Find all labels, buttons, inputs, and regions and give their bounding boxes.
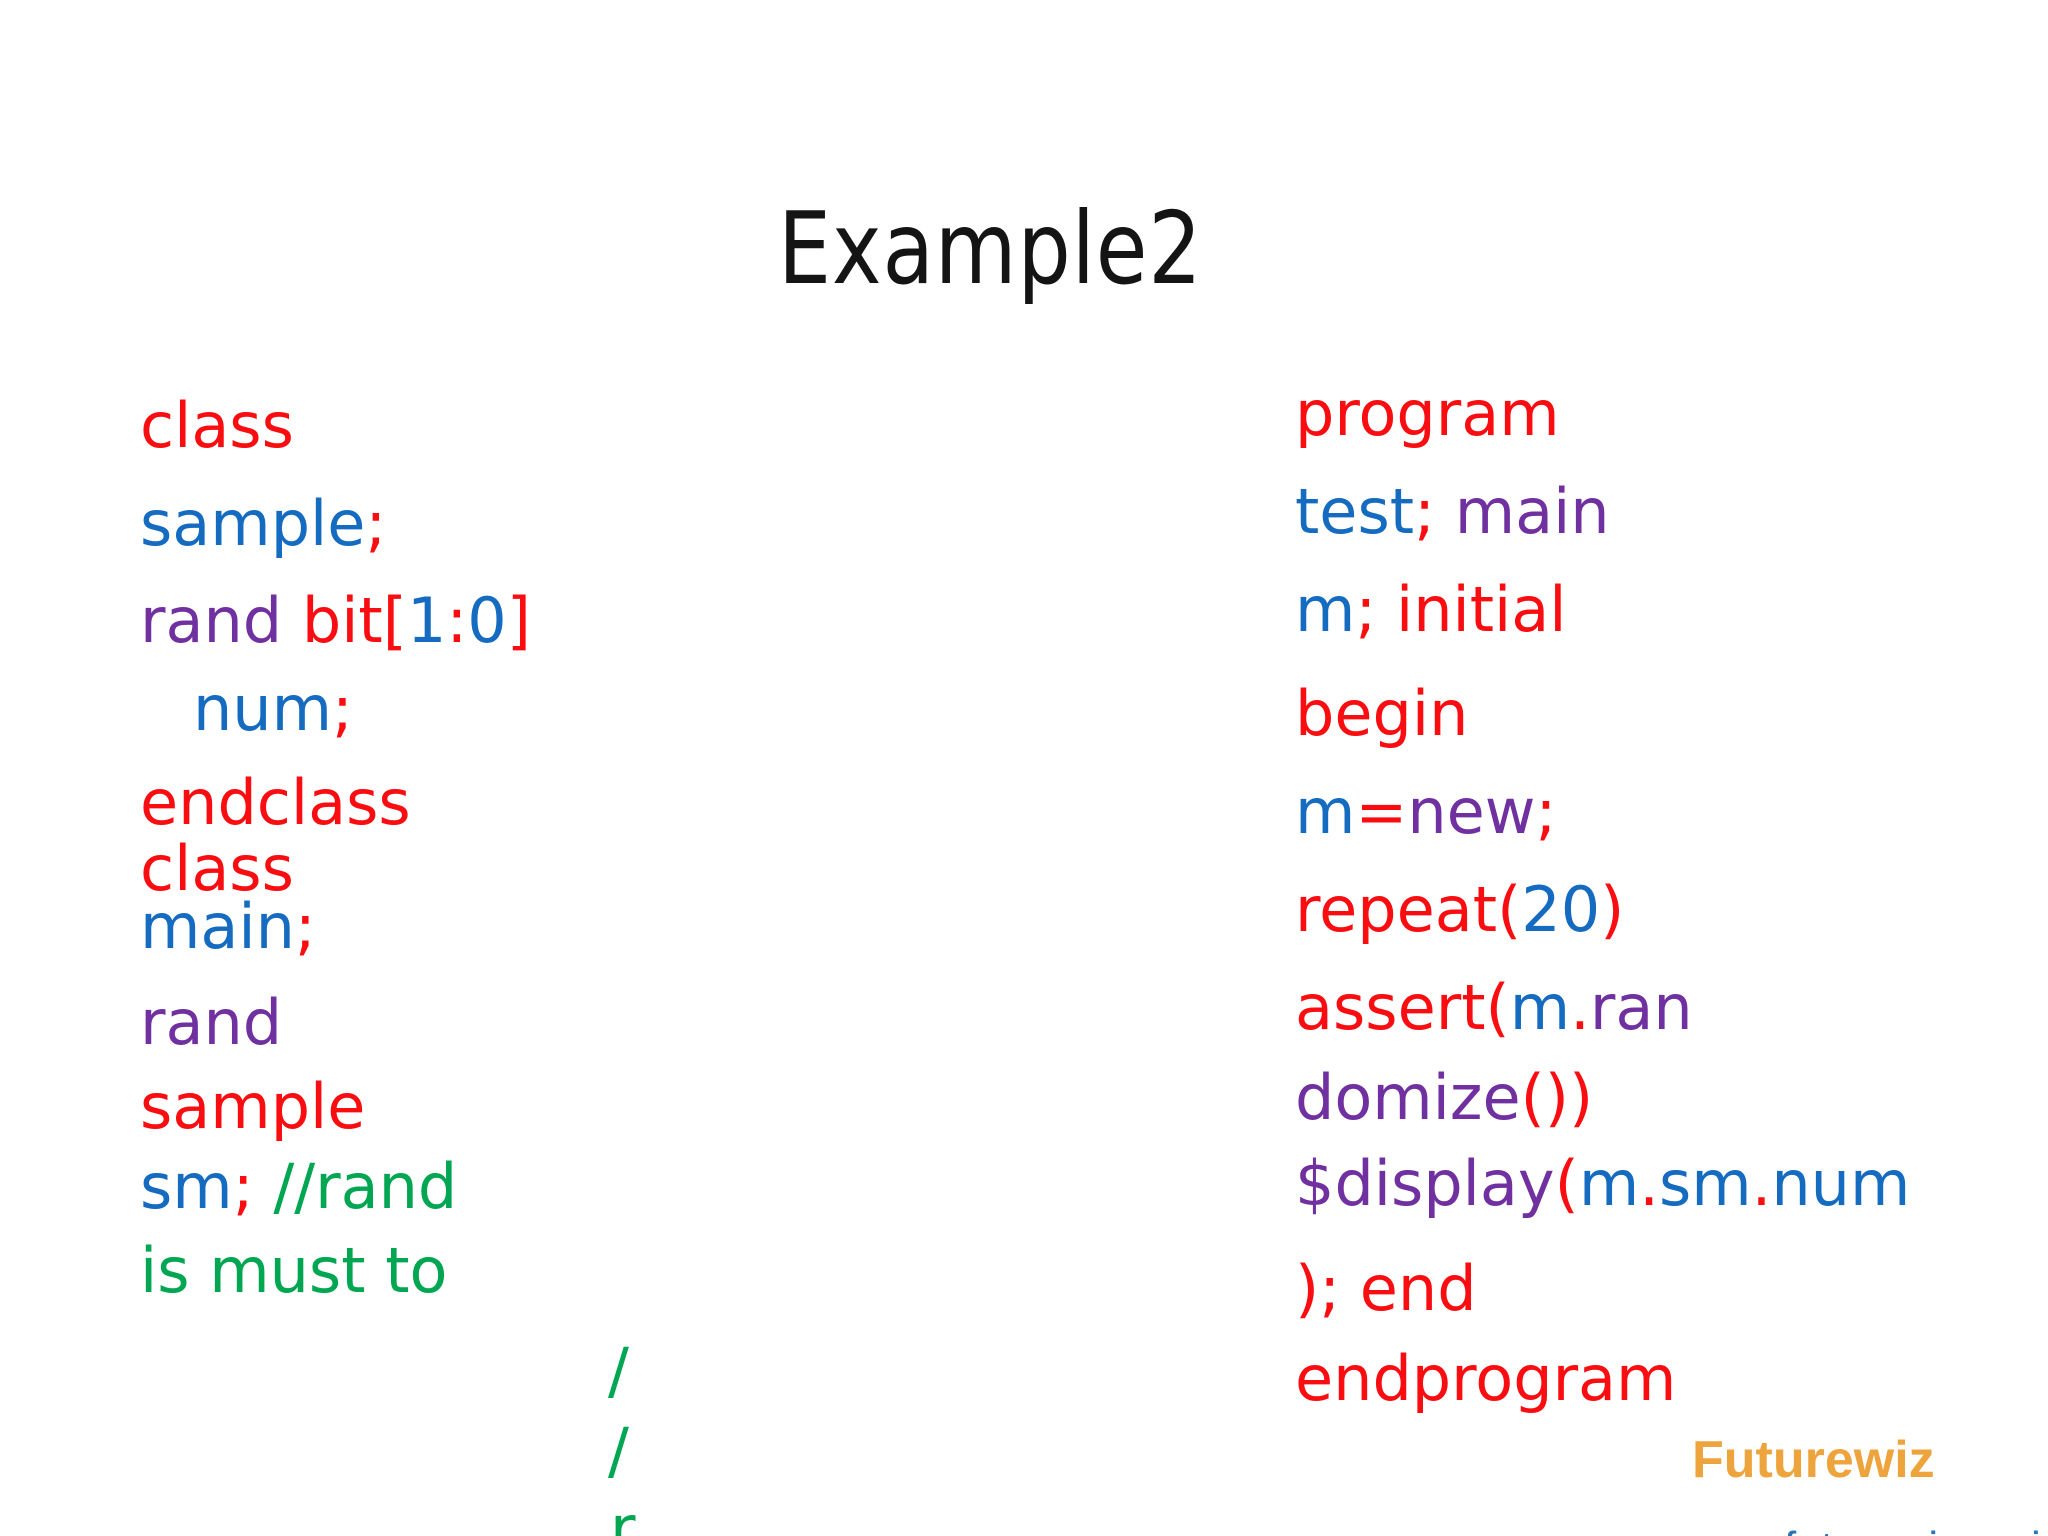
mid-line-r: r [610, 1496, 636, 1536]
code-segment: bit[ [282, 584, 407, 657]
right-line-m-new: m=new; [1295, 779, 1556, 844]
code-segment: 1 [406, 584, 447, 657]
left-line-rand: rand [140, 990, 282, 1055]
code-segment: begin [1295, 677, 1469, 750]
left-line-rand-bit: rand bit[1:0] [140, 588, 531, 653]
code-segment: . [1639, 1147, 1659, 1220]
code-segment: sm [1658, 1147, 1752, 1220]
right-line-domize: domize()) [1295, 1065, 1593, 1130]
code-segment: endprogram [1295, 1342, 1677, 1415]
left-line-sm-comment: sm; //rand [140, 1154, 457, 1219]
futurewiz-logo: Futurewiz [1692, 1431, 1935, 1489]
code-segment: ; [1414, 475, 1455, 548]
code-segment: ; [365, 487, 387, 560]
left-line-class-2: class [140, 836, 294, 901]
code-segment: m [1578, 1147, 1640, 1220]
right-line-end: ); end [1295, 1256, 1477, 1321]
right-line-display: $display(m.sm.num [1295, 1151, 1910, 1216]
right-line-assert: assert(m.ran [1295, 975, 1693, 1040]
code-segment: m [1295, 775, 1356, 848]
left-line-sample-2: sample [140, 1074, 365, 1139]
code-segment: test [1295, 475, 1415, 548]
left-line-num: num; [193, 676, 353, 741]
code-segment: $display [1295, 1147, 1555, 1220]
right-line-test-main: test; main [1295, 479, 1610, 544]
code-segment: m [1295, 573, 1356, 646]
code-segment: endclass [140, 766, 411, 839]
code-segment: ; [294, 890, 316, 963]
left-line-endclass: endclass [140, 770, 411, 835]
code-segment: ()) [1520, 1061, 1594, 1134]
code-segment: assert( [1295, 971, 1510, 1044]
futurewiz-url-link[interactable]: www.futurewiz.co.i n [1630, 1474, 2041, 1536]
code-segment: rand [140, 584, 283, 657]
code-segment: / [608, 1414, 629, 1487]
code-segment: . [1570, 971, 1590, 1044]
code-segment: ; [1535, 775, 1557, 848]
code-segment: ( [1554, 1147, 1579, 1220]
code-segment: m [1509, 971, 1571, 1044]
code-segment: = [1355, 775, 1408, 848]
left-line-is-must-to: is must to [140, 1238, 448, 1303]
code-segment: / [608, 1334, 629, 1407]
code-segment: main [140, 890, 295, 963]
code-segment: ] [506, 584, 531, 657]
code-segment: ) [1600, 873, 1625, 946]
code-segment: class [140, 389, 294, 462]
code-segment: ; [232, 1150, 274, 1223]
code-segment: new [1407, 775, 1536, 848]
futurewiz-url-line1: www.futurewiz.co.i [1679, 1523, 2041, 1536]
code-segment: 0 [467, 584, 507, 657]
code-segment: domize [1295, 1061, 1521, 1134]
code-segment: . [1751, 1147, 1772, 1220]
right-line-m-initial: m; initial [1295, 577, 1567, 642]
code-segment: ; initial [1355, 573, 1567, 646]
code-segment: repeat( [1295, 873, 1522, 946]
left-line-main: main; [140, 894, 316, 959]
code-segment: num [193, 672, 332, 745]
code-segment: ); end [1295, 1252, 1477, 1325]
right-line-begin: begin [1295, 681, 1468, 746]
right-line-program: program [1295, 381, 1560, 446]
code-segment: program [1295, 377, 1560, 450]
code-segment: ; [332, 672, 353, 745]
code-segment: is must to [140, 1234, 448, 1307]
code-segment: : [446, 584, 468, 657]
code-segment: 20 [1521, 873, 1601, 946]
right-line-repeat: repeat(20) [1295, 877, 1624, 942]
code-segment: sm [140, 1150, 233, 1223]
code-segment: num [1771, 1147, 1911, 1220]
slide-title: Example2 [778, 190, 1203, 307]
left-line-class-1: class [140, 393, 294, 458]
code-segment: main [1454, 475, 1610, 548]
code-segment: sample [140, 1070, 366, 1143]
code-segment: class [140, 832, 294, 905]
code-segment: r [610, 1492, 636, 1536]
mid-line-slash-2: / [608, 1418, 629, 1483]
code-segment: rand [140, 986, 283, 1059]
code-segment: //rand [273, 1150, 458, 1223]
right-line-endprogram: endprogram [1295, 1346, 1676, 1411]
code-segment: ran [1589, 971, 1693, 1044]
mid-line-slash-1: / [608, 1338, 629, 1403]
left-line-sample-1: sample; [140, 491, 386, 556]
code-segment: sample [140, 487, 366, 560]
